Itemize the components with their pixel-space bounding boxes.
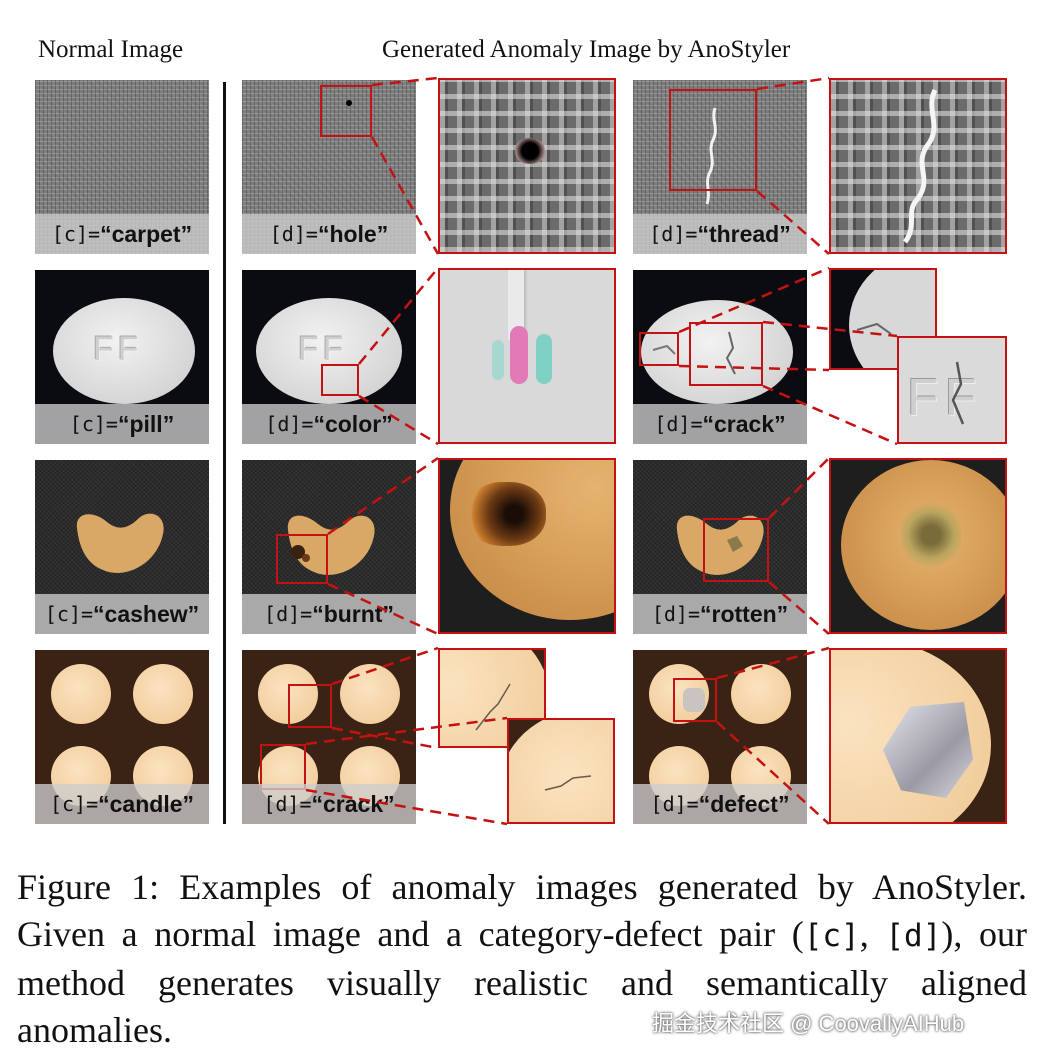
highlight-box bbox=[320, 85, 372, 137]
candle-top-right bbox=[731, 664, 791, 724]
cashew bbox=[676, 515, 764, 575]
defect-label-hole: [d]=“hole” bbox=[242, 214, 416, 254]
thread-mark bbox=[705, 107, 717, 205]
anomaly-image-pill-color: FF [d]=“color” bbox=[242, 270, 416, 444]
zoom-carpet-thread bbox=[829, 78, 1007, 254]
candle-surface bbox=[509, 720, 613, 822]
highlight-box bbox=[673, 678, 717, 722]
anomaly-image-carpet-hole: [d]=“hole” bbox=[242, 80, 416, 254]
figure-caption: Figure 1: Examples of anomaly images gen… bbox=[17, 867, 1027, 1050]
highlight-box bbox=[669, 89, 757, 191]
candle-top-left bbox=[51, 664, 111, 724]
zoom-candle-defect bbox=[829, 648, 1007, 824]
anomaly-image-candle-crack: [d]=“crack” bbox=[242, 650, 416, 824]
thread-zoom-mark bbox=[902, 88, 938, 244]
crack-zoom-mark bbox=[951, 361, 965, 425]
hole-zoom-mark bbox=[514, 138, 546, 164]
watermark: 掘金技术社区 @ CoovallyAIHub bbox=[652, 1011, 965, 1036]
defect-label-rotten: [d]=“rotten” bbox=[633, 594, 807, 634]
anomaly-image-cashew-rotten: [d]=“rotten” bbox=[633, 460, 807, 634]
defect-label-crack: [d]=“crack” bbox=[242, 784, 416, 824]
pill-emboss: FF bbox=[298, 330, 348, 368]
normal-image-candle: [c]=“candle” bbox=[35, 650, 209, 824]
header-normal-image: Normal Image bbox=[38, 36, 184, 63]
defect-patch bbox=[683, 688, 705, 712]
color-stain-pink bbox=[510, 326, 528, 384]
highlight-box bbox=[321, 364, 359, 396]
candle-top-right bbox=[340, 664, 400, 724]
anomaly-image-carpet-thread: [d]=“thread” bbox=[633, 80, 807, 254]
normal-image-carpet: [c]=“carpet” bbox=[35, 80, 209, 254]
color-stain-teal-2 bbox=[492, 340, 504, 380]
emboss-stroke bbox=[508, 270, 524, 340]
pill-emboss: FF bbox=[93, 330, 143, 368]
pill bbox=[53, 298, 195, 404]
anomaly-image-candle-defect: [d]=“defect” bbox=[633, 650, 807, 824]
zoom-candle-crack-2 bbox=[507, 718, 615, 824]
crack-zoom-mark bbox=[544, 775, 592, 791]
pill-emboss: FF bbox=[907, 369, 983, 427]
candle-top-right bbox=[133, 664, 193, 724]
category-label-candle: [c]=“candle” bbox=[35, 784, 209, 824]
defect-label-defect: [d]=“defect” bbox=[633, 784, 807, 824]
zoom-pill-crack-2: FF bbox=[897, 336, 1007, 444]
highlight-box bbox=[639, 332, 679, 366]
category-label-pill: [c]=“pill” bbox=[35, 404, 209, 444]
header-generated-anomaly: Generated Anomaly Image by AnoStyler bbox=[382, 36, 791, 63]
zoom-carpet-hole bbox=[438, 78, 616, 254]
anomaly-image-pill-crack: [d]=“crack” bbox=[633, 270, 807, 444]
zoom-cashew-rotten bbox=[829, 458, 1007, 634]
rotten-spot bbox=[901, 500, 961, 570]
highlight-box bbox=[288, 684, 332, 728]
highlight-box bbox=[689, 322, 763, 386]
category-label-cashew: [c]=“cashew” bbox=[35, 594, 209, 634]
zoom-pill-color bbox=[438, 268, 616, 444]
highlight-box bbox=[276, 534, 328, 584]
color-stain-teal bbox=[536, 334, 552, 384]
normal-image-pill: FF [c]=“pill” bbox=[35, 270, 209, 444]
defect-label-thread: [d]=“thread” bbox=[633, 214, 807, 254]
cashew bbox=[76, 513, 164, 573]
normal-image-cashew: [c]=“cashew” bbox=[35, 460, 209, 634]
defect-label-color: [d]=“color” bbox=[242, 404, 416, 444]
burnt-spot bbox=[466, 482, 546, 546]
defect-label-burnt: [d]=“burnt” bbox=[242, 594, 416, 634]
zoom-cashew-burnt bbox=[438, 458, 616, 634]
hole-mark bbox=[346, 100, 352, 106]
anomaly-image-cashew-burnt: [d]=“burnt” bbox=[242, 460, 416, 634]
category-label-carpet: [c]=“carpet” bbox=[35, 214, 209, 254]
defect-label-crack: [d]=“crack” bbox=[633, 404, 807, 444]
highlight-box bbox=[703, 518, 769, 582]
column-divider bbox=[223, 82, 226, 824]
